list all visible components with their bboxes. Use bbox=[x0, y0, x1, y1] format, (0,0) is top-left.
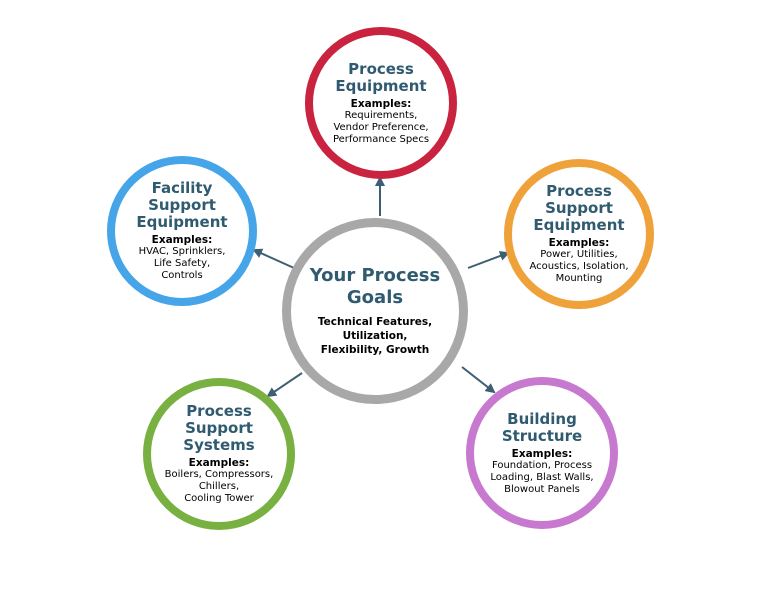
examples-label: Examples: bbox=[548, 237, 610, 249]
examples-label: Examples: bbox=[350, 97, 412, 110]
arrow-to-building-structure bbox=[461, 366, 496, 394]
node-title: Process Equipment bbox=[335, 59, 427, 95]
examples-label: Examples: bbox=[188, 457, 250, 469]
examples-text: HVAC, Sprinklers, Life Safety, Controls bbox=[138, 246, 226, 281]
facility-support-equipment-node: Facility Support Equipment Examples: HVA… bbox=[107, 156, 257, 306]
node-title: Process Support Systems bbox=[183, 402, 255, 454]
process-equipment-node: Process Equipment Examples: Requirements… bbox=[305, 27, 457, 179]
examples-label: Examples: bbox=[151, 234, 213, 246]
node-title: Process Support Equipment bbox=[533, 182, 625, 234]
process-support-equipment-node: Process Support Equipment Examples: Powe… bbox=[504, 159, 654, 309]
examples-label: Examples: bbox=[511, 447, 573, 460]
center-goals-node: Your Process Goals Technical Features, U… bbox=[282, 218, 468, 404]
arrow-to-facility-support-equipment bbox=[252, 248, 295, 269]
process-support-systems-node: Process Support Systems Examples: Boiler… bbox=[143, 378, 295, 530]
node-title: Facility Support Equipment bbox=[136, 179, 228, 231]
examples-text: Boilers, Compressors, Chillers, Cooling … bbox=[164, 469, 274, 504]
center-subtitle: Technical Features, Utilization, Flexibi… bbox=[317, 316, 433, 356]
building-structure-node: Building Structure Examples: Foundation,… bbox=[466, 377, 618, 529]
examples-text: Foundation, Process Loading, Blast Walls… bbox=[490, 459, 594, 495]
center-title: Your Process Goals bbox=[309, 265, 441, 308]
node-title: Building Structure bbox=[501, 409, 583, 445]
arrow-to-process-support-systems bbox=[266, 372, 303, 398]
examples-text: Power, Utilities, Acoustics, Isolation, … bbox=[529, 249, 629, 284]
arrow-to-process-support-equipment bbox=[467, 251, 510, 269]
examples-text: Requirements, Vendor Preference, Perform… bbox=[332, 109, 430, 145]
